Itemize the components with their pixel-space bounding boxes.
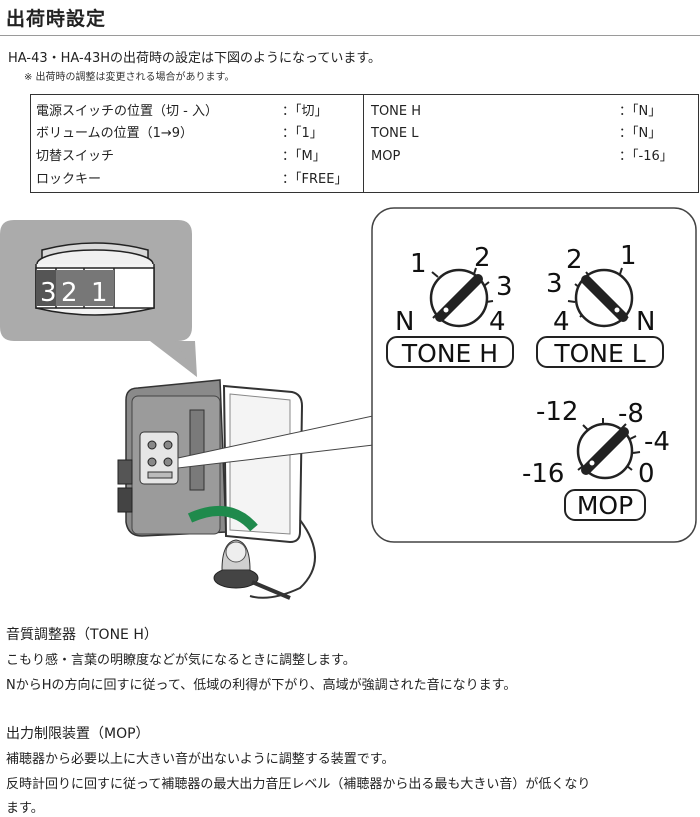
- setting-label: 電源スイッチの位置（切 - 入）: [36, 104, 218, 119]
- tone-h-mark: 2: [474, 243, 491, 273]
- settings-diagram: 3 2 1: [0, 207, 697, 600]
- tone-h-mark: 4: [489, 307, 506, 337]
- page-title: 出荷時設定: [6, 8, 107, 30]
- setting-value: ：「FREE」: [282, 172, 348, 187]
- mop-mark: -4: [644, 427, 670, 457]
- tone-l-mark: 4: [553, 307, 570, 337]
- setting-value: ：「N」: [619, 104, 662, 119]
- section-text: NからHの方向に回すに従って、低域の利得が下がり、高域が強調された音になります。: [6, 678, 517, 693]
- setting-label: MOP: [371, 149, 401, 164]
- setting-value: ：「N」: [619, 126, 662, 141]
- setting-label: 切替スイッチ: [36, 149, 115, 164]
- settings-table-divider: [363, 94, 364, 193]
- tone-h-label: TONE H: [401, 339, 498, 368]
- tone-h-mark: N: [395, 307, 414, 337]
- tone-l-mark: 2: [566, 245, 583, 275]
- tone-h-dial: 1 2 3 N 4 TONE H: [386, 243, 514, 368]
- settings-table: [30, 94, 699, 193]
- tone-h-mark: 3: [496, 272, 513, 302]
- mop-mark: 0: [638, 459, 655, 489]
- lock-key-bubble: 3 2 1: [0, 220, 197, 377]
- tone-h-mark: 1: [410, 249, 427, 279]
- setting-label: ボリュームの位置（1→9）: [36, 126, 194, 141]
- lock-key-dial: 3 2 1: [35, 242, 155, 316]
- setting-value: ：「M」: [282, 149, 326, 164]
- hearing-aid-device: [117, 379, 316, 600]
- lock-digit: 3: [40, 278, 57, 308]
- mop-mark: -12: [536, 397, 578, 427]
- section-text: 反時計回りに回すに従って補聴器の最大出力音圧レベル（補聴器から出る最も大きい音）…: [6, 777, 591, 792]
- mop-dial: -12 -8 -4 -16 0 MOP: [522, 397, 670, 521]
- tone-l-dial: 2 1 3 4 N TONE L: [536, 241, 664, 368]
- setting-value: ：「切」: [282, 104, 328, 119]
- tone-l-mark: 1: [620, 241, 637, 271]
- section-text: 補聴器から必要以上に大きい音が出ないように調整する装置です。: [6, 752, 395, 767]
- title-divider: [0, 35, 700, 36]
- setting-value: ：「-16」: [619, 149, 673, 164]
- tone-l-mark: N: [636, 307, 655, 337]
- earpiece: [213, 539, 291, 600]
- section-text: ます。: [6, 801, 44, 816]
- setting-label: TONE L: [371, 126, 419, 141]
- control-panel-callout: 1 2 3 N 4 TONE H 2 1 3 4 N TONE L: [371, 207, 697, 543]
- intro-text: HA-43・HA-43Hの出荷時の設定は下図のようになっています。: [8, 51, 382, 66]
- lock-digit: 2: [61, 278, 78, 308]
- setting-label: ロックキー: [36, 172, 102, 187]
- note-text: ※ 出荷時の調整は変更される場合があります。: [24, 72, 235, 83]
- tone-l-mark: 3: [546, 269, 563, 299]
- setting-value: ：「1」: [282, 126, 323, 141]
- section-heading-tone-h: 音質調整器（TONE H）: [6, 627, 158, 643]
- mop-mark: -8: [618, 399, 644, 429]
- section-text: こもり感・言葉の明瞭度などが気になるときに調整します。: [6, 653, 356, 668]
- tone-l-label: TONE L: [553, 339, 645, 368]
- setting-label: TONE H: [371, 104, 422, 119]
- mop-mark: -16: [522, 459, 564, 489]
- mop-label: MOP: [577, 491, 633, 520]
- lock-digit: 1: [91, 278, 108, 308]
- section-heading-mop: 出力制限装置（MOP）: [6, 726, 150, 742]
